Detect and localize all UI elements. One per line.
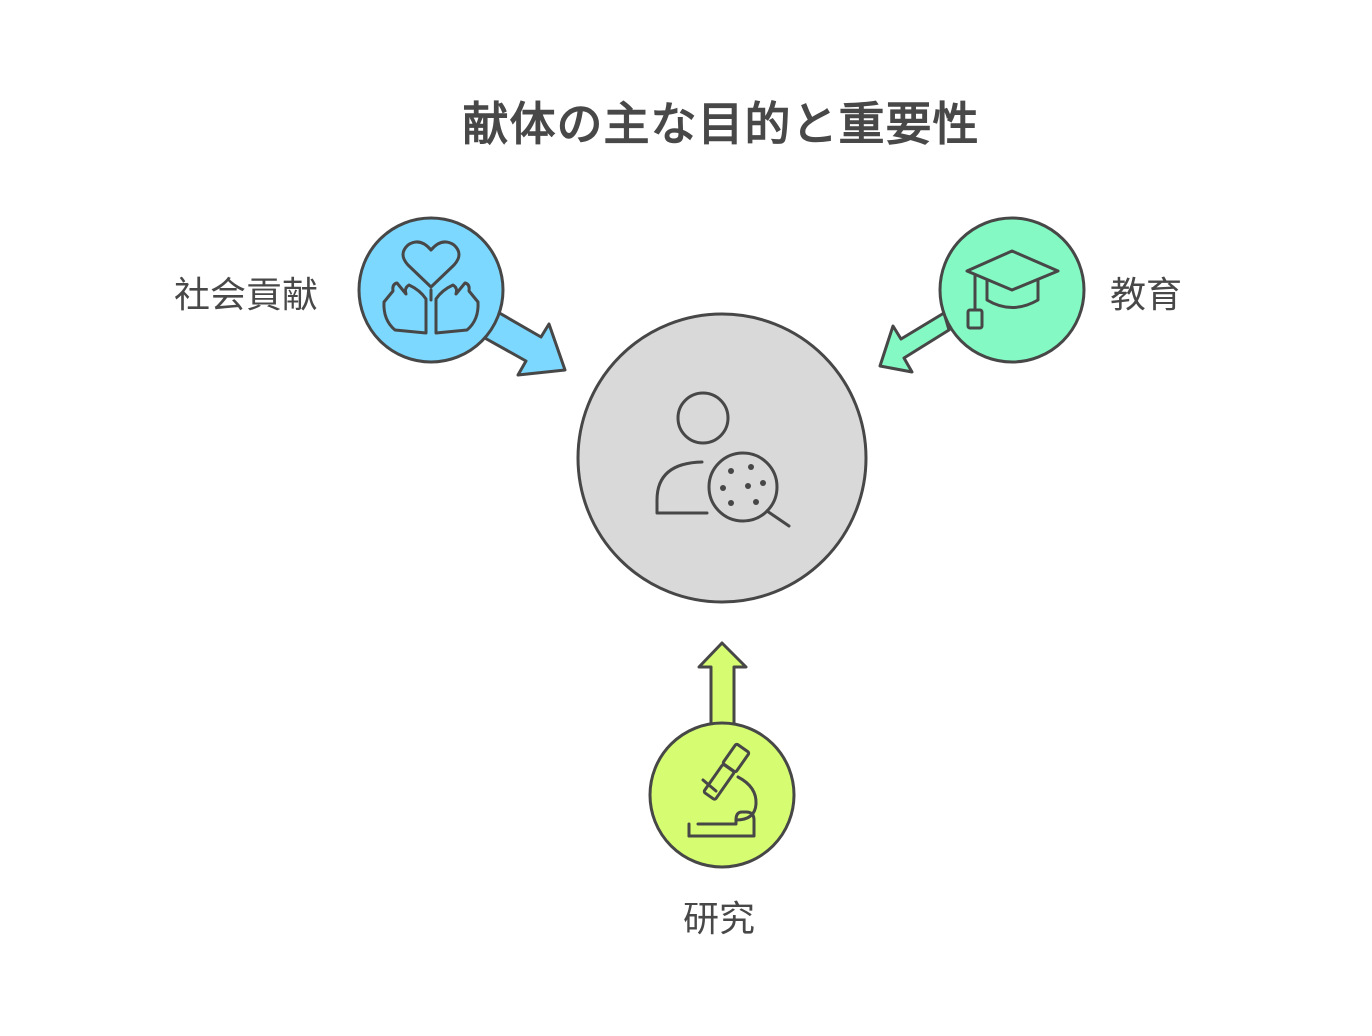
microscope-icon (687, 742, 758, 838)
diagram-title: 献体の主な目的と重要性 (462, 97, 980, 151)
center-circle (576, 312, 868, 604)
heart-hands-icon (382, 240, 480, 335)
label-education: 教育 (1110, 275, 1183, 316)
graduation-cap-icon (965, 249, 1060, 330)
arrow-research (697, 641, 748, 727)
label-research: 研究 (683, 899, 756, 940)
node-research-circle (648, 721, 796, 869)
arrow-education (878, 311, 951, 374)
label-social: 社会貢献 (174, 275, 319, 316)
person-research-icon (655, 391, 791, 528)
